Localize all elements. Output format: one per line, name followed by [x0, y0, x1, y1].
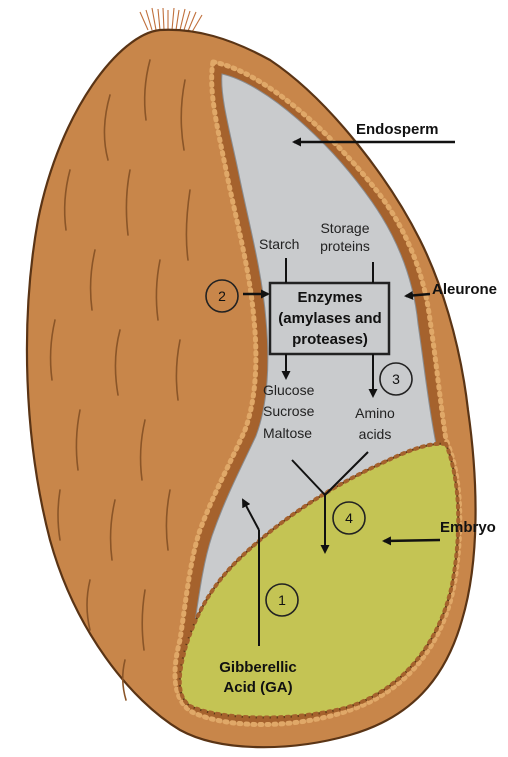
label-ga-line2: Acid (GA) — [223, 679, 292, 696]
label-starch: Starch — [259, 236, 299, 252]
label-endosperm: Endosperm — [356, 121, 439, 138]
step-2-number: 2 — [218, 288, 226, 304]
label-amino-line1: Amino — [355, 405, 395, 421]
label-glucose: Glucose — [263, 382, 315, 398]
label-enzymes-line3: proteases) — [292, 331, 368, 348]
label-storage-line1: Storage — [320, 220, 369, 236]
label-embryo: Embryo — [440, 519, 496, 536]
step-3-number: 3 — [392, 371, 400, 387]
label-aleurone: Aleurone — [432, 281, 497, 298]
label-storage-line2: proteins — [320, 238, 370, 254]
label-amino-line2: acids — [359, 426, 392, 442]
label-sucrose: Sucrose — [263, 403, 315, 419]
step-1-number: 1 — [278, 592, 286, 608]
seed-hairs — [140, 8, 202, 32]
label-ga-line1: Gibberellic — [219, 659, 297, 676]
embryo-pointer-arrow — [384, 540, 440, 541]
label-maltose: Maltose — [263, 425, 312, 441]
label-enzymes-line2: (amylases and — [278, 310, 381, 327]
label-enzymes-line1: Enzymes — [297, 289, 362, 306]
step-4-number: 4 — [345, 510, 353, 526]
